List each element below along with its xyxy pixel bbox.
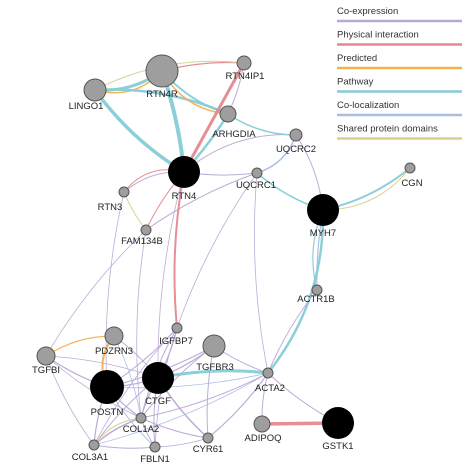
node-rtn4ip1[interactable] [236,55,252,71]
node-adipoq[interactable] [253,415,271,433]
node-label-postn: POSTN [91,407,124,418]
edge-coexpression-igfbp7-col3a1 [93,327,178,446]
edge-physical-rtn4-igfbp7 [173,171,185,329]
node-tgfbi[interactable] [36,346,56,366]
node-label-col3a1: COL3A1 [72,452,108,463]
node-cyr61[interactable] [202,432,214,444]
node-label-myh7: MYH7 [310,228,336,239]
node-label-pdzrn3: PDZRN3 [95,346,133,357]
legend-label-physical: Physical interaction [337,30,419,41]
node-label-rtn3: RTN3 [98,202,123,213]
node-myh7[interactable] [307,194,339,226]
node-actr1b[interactable] [311,284,323,296]
node-ctgf[interactable] [142,362,174,394]
edge-coexpression-rtn3-postn [105,191,125,388]
edge-coexpression-col1a2-cyr61 [140,417,209,439]
node-rtn4r[interactable] [145,54,179,88]
node-label-fam134b: FAM134B [121,236,163,247]
node-col1a2[interactable] [135,412,147,424]
node-label-fbln1: FBLN1 [140,454,170,465]
legend-label-colocalization: Co-localization [337,100,399,111]
edge-coexpression-tgfbi-col3a1 [45,355,95,446]
edge-coexpression-uqcrc1-acta2 [254,172,269,374]
node-pdzrn3[interactable] [104,326,124,346]
edge-coexpression-cyr61-acta2 [207,372,269,439]
node-rtn4[interactable] [168,156,200,188]
edge-coexpression-col1a2-acta2 [140,372,269,419]
node-label-actr1b: ACTR1B [297,294,334,305]
node-label-rtn4ip1: RTN4IP1 [226,71,265,82]
node-col3a1[interactable] [88,439,100,451]
edge-coexpression-tgfbr3-cyr61 [206,345,215,439]
edge-coexpression-fam134b-tgfbi [45,229,147,357]
legend-label-pathway: Pathway [337,77,374,88]
node-label-tgfbr3: TGFBR3 [196,362,233,373]
legend-label-shared_domains: Shared protein domains [337,124,438,135]
node-uqcrc2[interactable] [289,128,303,142]
node-label-tgfbi: TGFBI [32,365,60,376]
node-fbln1[interactable] [149,441,161,453]
node-label-lingo1: LINGO1 [69,101,104,112]
node-label-cgn: CGN [401,178,422,189]
edge-colocalization-col3a1-acta2 [93,372,269,446]
node-label-ctgf: CTGF [145,396,171,407]
node-tgfbr3[interactable] [202,334,226,358]
edge-coexpression-col3a1-fbln1 [93,444,156,449]
edge-coexpression-actr1b-acta2 [267,289,318,374]
node-label-arhgdia: ARHGDIA [212,129,256,140]
edge-pathway-myh7-acta2 [266,208,325,375]
node-label-uqcrc1: UQCRC1 [236,180,276,191]
node-fam134b[interactable] [140,224,152,236]
node-label-rtn4r: RTN4R [146,89,178,100]
node-layer [36,54,416,453]
node-lingo1[interactable] [83,78,107,102]
node-label-adipoq: ADIPOQ [245,433,282,444]
node-igfbp7[interactable] [171,322,183,334]
node-arhgdia[interactable] [219,105,237,123]
node-cgn[interactable] [404,162,416,174]
edge-coexpression-rtn4-ctgf [157,171,185,379]
edge-colocalization-postn-acta2 [106,372,269,389]
node-acta2[interactable] [262,367,274,379]
node-label-uqcrc2: UQCRC2 [276,144,316,155]
node-gstk1[interactable] [322,407,354,439]
node-label-col1a2: COL1A2 [123,424,159,435]
legend-label-coexpression: Co-expression [337,6,398,17]
node-rtn3[interactable] [118,186,130,198]
edge-coexpression-uqcrc1-igfbp7 [176,172,258,329]
legend-label-predicted: Predicted [337,53,377,64]
edge-shared_domains-rtn3-fam134b [123,191,147,231]
node-label-igfbp7: IGFBP7 [159,336,193,347]
node-label-cyr61: CYR61 [193,444,224,455]
node-uqcrc1[interactable] [251,167,263,179]
edge-coexpression-fam134b-col1a2 [136,229,147,419]
node-label-acta2: ACTA2 [255,383,285,394]
edge-coexpression-uqcrc1-fam134b [145,172,258,231]
node-label-rtn4: RTN4 [172,191,197,202]
node-postn[interactable] [90,370,124,404]
node-label-gstk1: GSTK1 [322,441,353,452]
